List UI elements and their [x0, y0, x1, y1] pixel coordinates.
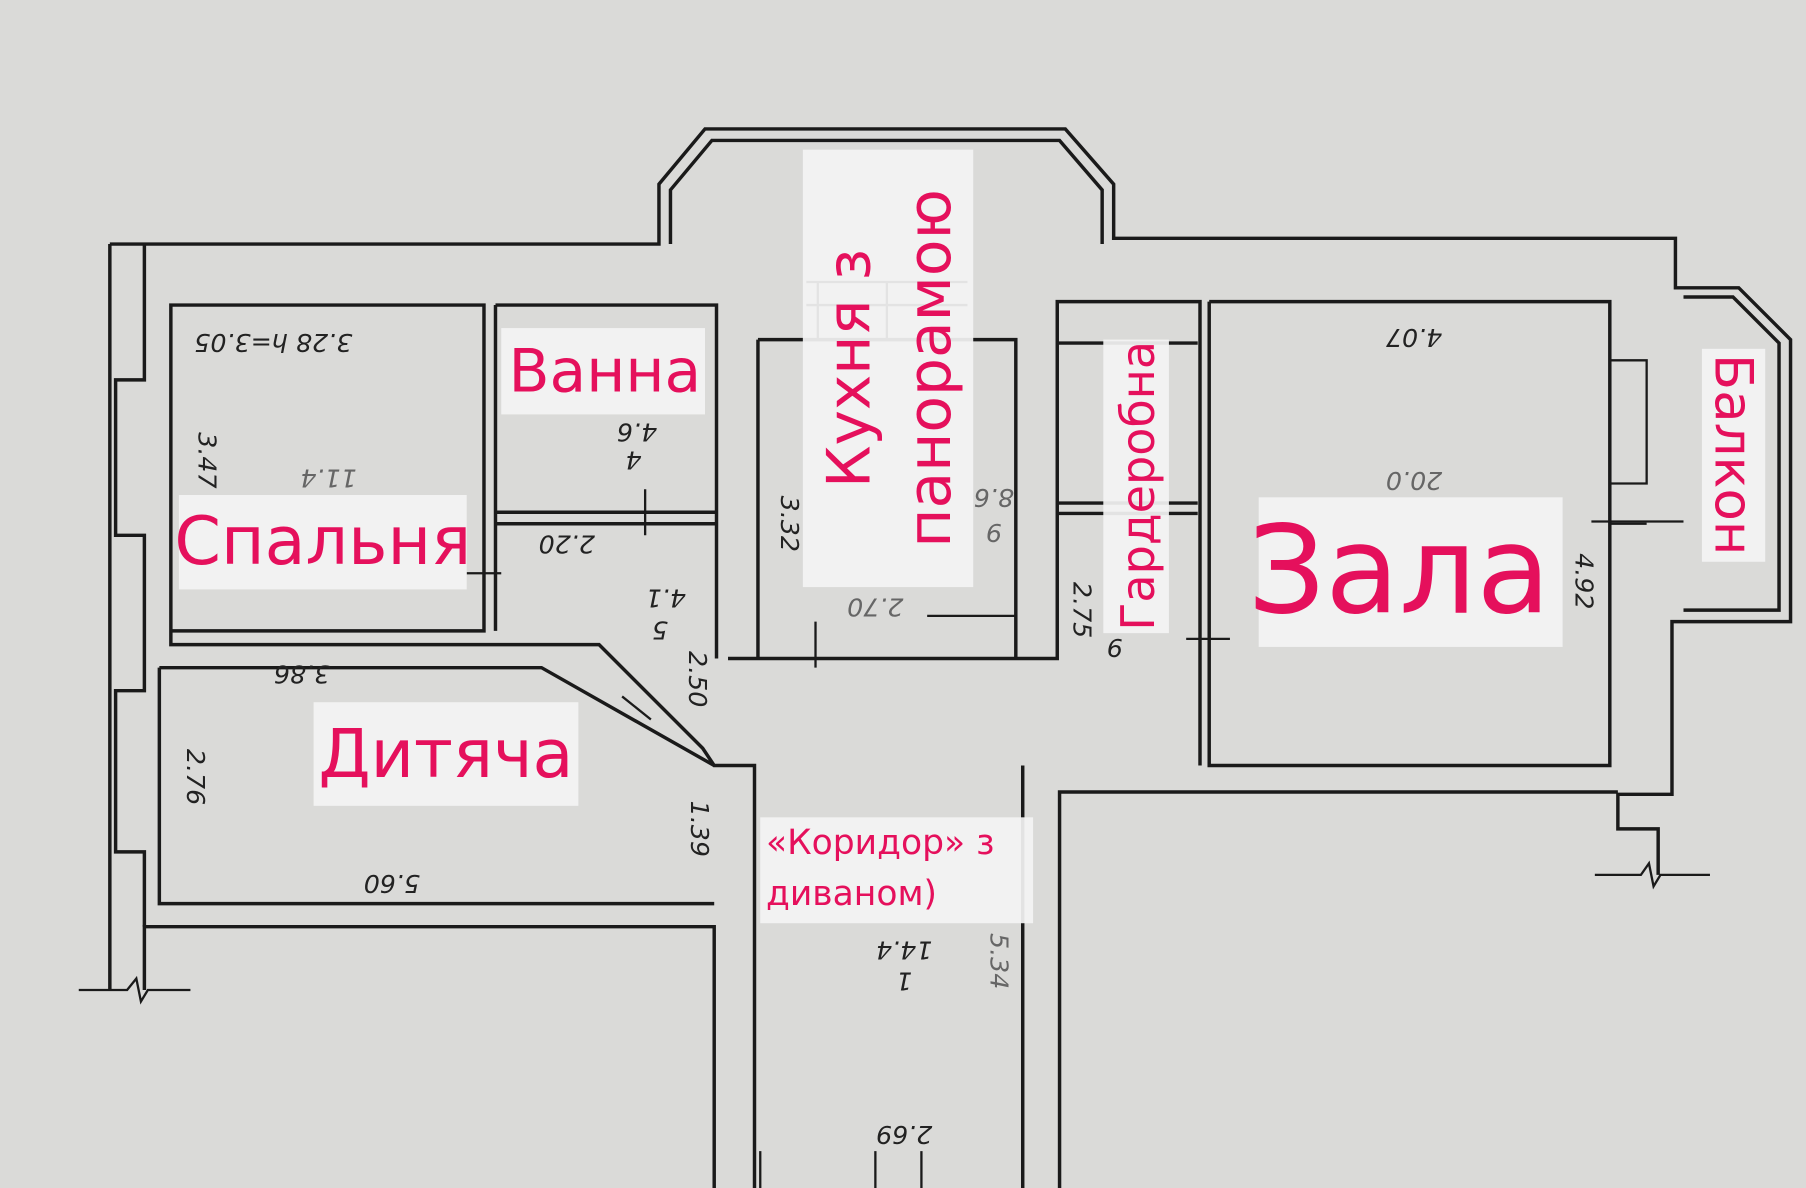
room-labels: Спальня Ванна Кухня з панорамою Гардероб… [174, 149, 1766, 924]
dim-corridor-depth: 5.34 [984, 933, 1014, 989]
label-kids-room: Дитяча [319, 715, 574, 793]
label-balcony: Балкон [1703, 354, 1764, 556]
dim-diagonal: 2.50 [683, 651, 713, 707]
dim-wardrobe-no: 9 [1107, 633, 1123, 663]
dim-bedroom-width: 3.28 h=3.05 [194, 328, 352, 358]
dim-wardrobe-depth: 2.75 [1067, 582, 1097, 638]
dim-kids-depth: 2.76 [181, 749, 211, 805]
dim-kitchen-depth: 3.32 [775, 496, 805, 552]
label-wardrobe: Гардеробна [1111, 341, 1165, 631]
dimension-labels: 3.28 h=3.05 3.47 11.4 4.6 4 2.20 4.1 5 3… [181, 323, 1599, 1150]
dim-bath-no: 4 [626, 445, 642, 475]
dim-kitchen-no: 9 [986, 518, 1002, 548]
dim-kitchen-width: 2.70 [847, 593, 903, 623]
dim-kitchen-area: 8.6 [974, 483, 1014, 513]
dim-wc-no: 5 [652, 616, 668, 646]
dim-corridor-area: 14.4 [876, 936, 932, 966]
label-kitchen-line2: панорамою [895, 189, 965, 547]
dim-hall-width: 4.07 [1386, 323, 1442, 353]
dim-hall-area: 20.0 [1386, 466, 1442, 496]
dim-hall-depth: 4.92 [1569, 553, 1599, 609]
dim-corridor-width: 2.69 [876, 1120, 932, 1150]
label-bedroom: Спальня [174, 502, 471, 580]
dim-bath-area: 4.6 [617, 418, 657, 448]
dim-bedroom-depth: 3.47 [192, 432, 222, 488]
dim-kids-width: 5.60 [364, 869, 420, 899]
label-corridor-line2: диваном) [766, 874, 937, 914]
label-hall: Зала [1248, 500, 1551, 641]
dim-wc-width: 2.20 [539, 529, 595, 559]
label-kitchen-line1: Кухня з [815, 249, 885, 488]
dim-corridor-short: 1.39 [685, 801, 715, 857]
dim-bedroom-area: 11.4 [300, 464, 356, 494]
dim-kids-top: 3.86 [274, 659, 330, 689]
label-corridor-line1: «Коридор» з [766, 823, 994, 863]
dim-wc-area: 4.1 [646, 583, 686, 613]
label-bathroom: Ванна [508, 336, 701, 406]
dim-corridor-no: 1 [896, 967, 912, 997]
